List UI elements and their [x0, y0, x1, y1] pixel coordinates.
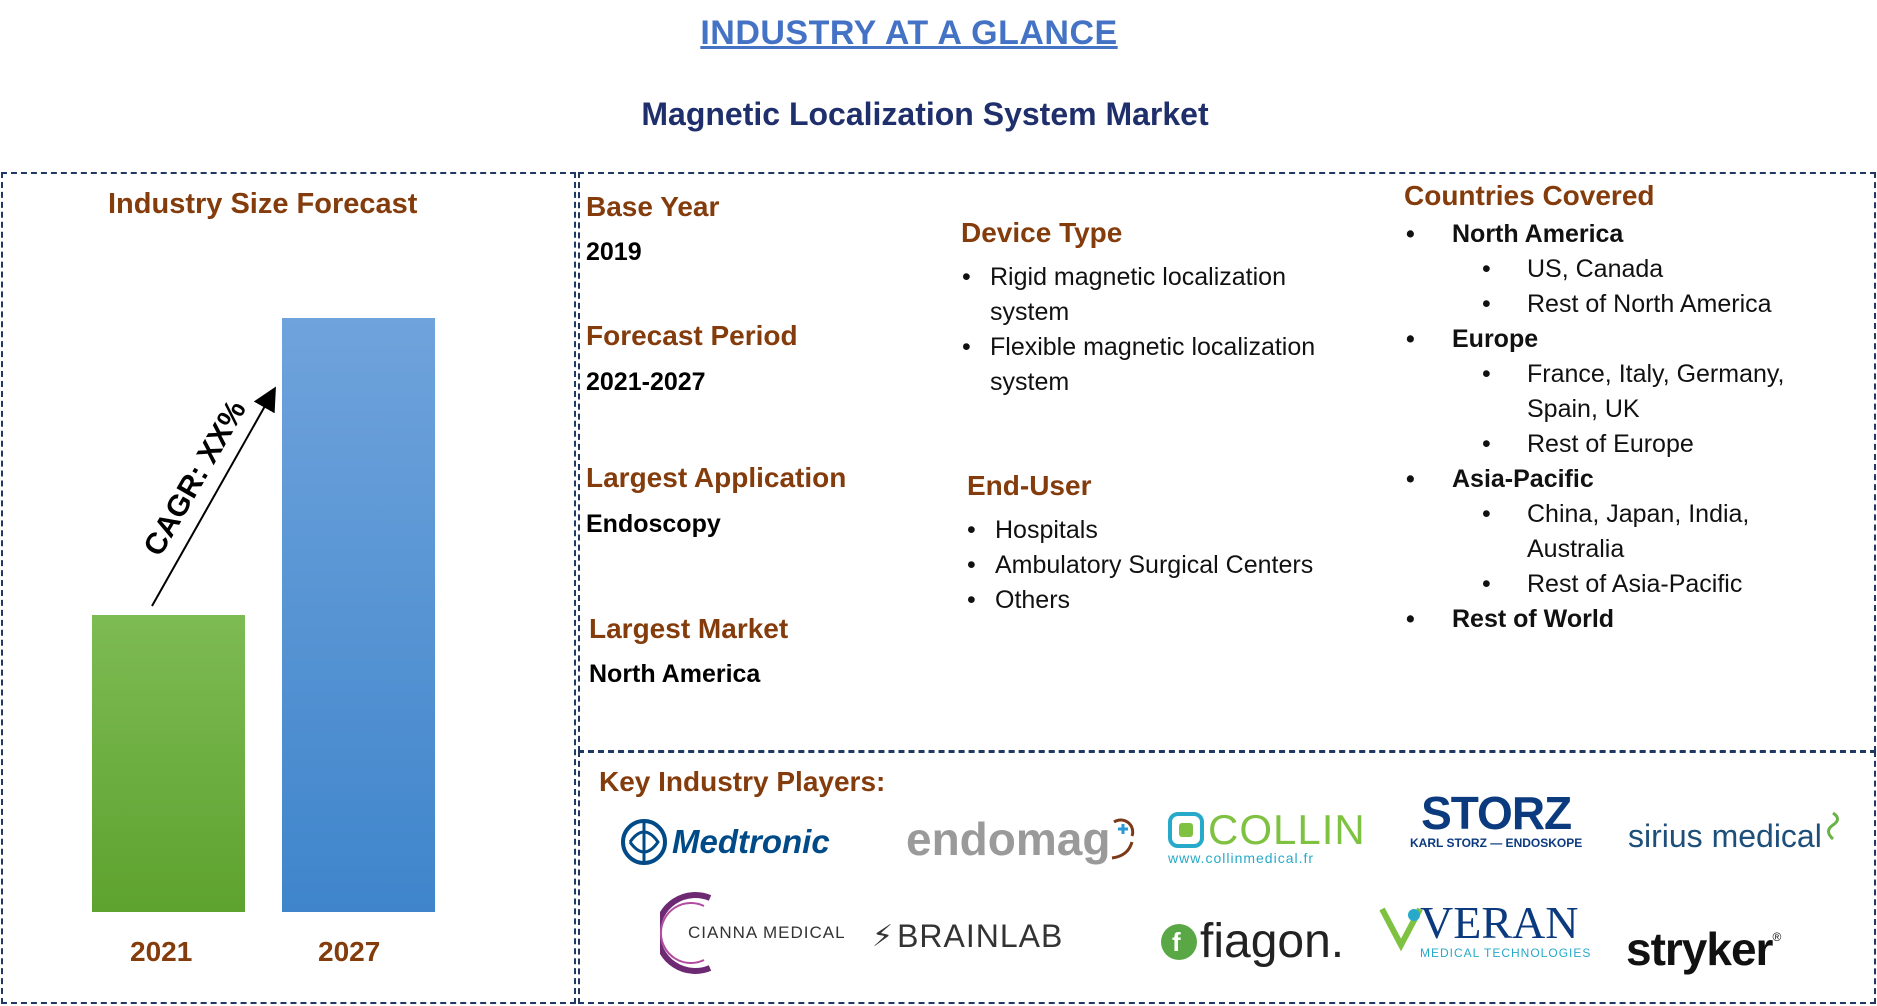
largest-application-label: Largest Application: [586, 462, 847, 493]
veran-subtext: MEDICAL TECHNOLOGIES: [1420, 946, 1592, 960]
stryker-text: stryker: [1626, 923, 1773, 975]
list-item: Hospitals: [967, 513, 1367, 548]
page-subtitle: Magnetic Localization System Market: [641, 96, 1209, 132]
country-item: France, Italy, Germany, Spain, UK: [1404, 357, 1817, 427]
forecast-title: Industry Size Forecast: [108, 188, 418, 220]
base-year-value: 2019: [586, 238, 642, 266]
medtronic-logo: Medtronic: [620, 818, 830, 866]
stryker-logo: stryker ®: [1626, 922, 1781, 976]
brainlab-logo: ⚡ BRAINLAB: [872, 918, 1063, 955]
veran-icon: [1379, 907, 1423, 952]
end-user-label: End-User: [967, 470, 1092, 501]
list-item: Rigid magnetic localization system: [962, 260, 1362, 330]
country-item: Rest of Asia-Pacific: [1404, 567, 1804, 602]
cagr-label: CAGR: XX%: [137, 395, 252, 562]
forecast-period-label: Forecast Period: [586, 320, 798, 351]
country-item: Rest of North America: [1404, 287, 1804, 322]
endomag-logo: endomag: [906, 812, 1138, 866]
cianna-icon: [660, 892, 712, 974]
plus-icon: [1112, 818, 1135, 860]
sirius-text: sirius medical: [1628, 818, 1822, 854]
storz-text: STORZ: [1421, 787, 1572, 839]
largest-market-label: Largest Market: [589, 613, 789, 644]
list-item: Ambulatory Surgical Centers: [967, 548, 1367, 583]
players-panel: [578, 751, 1876, 1004]
sirius-medical-logo: sirius medical: [1628, 811, 1844, 855]
medtronic-text: Medtronic: [672, 823, 830, 860]
bar-2027: [282, 318, 435, 912]
bar-label-2021: 2021: [130, 936, 193, 967]
region-item: Rest of World: [1404, 602, 1804, 637]
storz-logo: STORZ KARL STORZ — ENDOSKOPE: [1410, 790, 1582, 850]
countries-list: North America US, Canada Rest of North A…: [1404, 217, 1804, 637]
fiagon-icon: f: [1161, 923, 1197, 960]
region-item: Europe: [1404, 322, 1804, 357]
list-item: Others: [967, 583, 1367, 618]
country-item: US, Canada: [1404, 252, 1804, 287]
forecast-period-value: 2021-2027: [586, 368, 706, 396]
veran-logo: VERAN MEDICAL TECHNOLOGIES: [1378, 900, 1591, 960]
svg-text:f: f: [1172, 927, 1181, 957]
country-item: Rest of Europe: [1404, 427, 1804, 462]
largest-application-value: Endoscopy: [586, 510, 721, 538]
brainlab-icon: ⚡: [872, 920, 894, 953]
region-item: Asia-Pacific: [1404, 462, 1804, 497]
end-user-list: Hospitals Ambulatory Surgical Centers Ot…: [967, 513, 1367, 618]
base-year-label: Base Year: [586, 191, 720, 222]
registered-icon: ®: [1772, 930, 1782, 944]
largest-market-value: North America: [589, 660, 761, 688]
list-item: Flexible magnetic localization system: [962, 330, 1362, 400]
cagr-arrow: [151, 386, 276, 607]
collin-logo: COLLIN www.collinmedical.fr: [1168, 806, 1366, 866]
forecast-panel: [1, 172, 576, 1004]
cianna-medical-logo: CIANNA MEDICAL: [660, 888, 846, 978]
sirius-icon: [1826, 811, 1839, 840]
page-title: INDUSTRY AT A GLANCE: [700, 14, 1118, 52]
players-label: Key Industry Players:: [599, 766, 886, 797]
veran-text: VERAN: [1420, 897, 1579, 948]
cianna-text: CIANNA MEDICAL: [688, 923, 846, 942]
country-item: China, Japan, India, Australia: [1404, 497, 1767, 567]
fiagon-text: fiagon.: [1200, 915, 1345, 968]
endomag-text: endomag: [906, 813, 1111, 865]
brainlab-text: BRAINLAB: [897, 918, 1064, 954]
bar-2021: [92, 615, 245, 912]
collin-icon: [1168, 812, 1204, 848]
device-type-label: Device Type: [961, 217, 1123, 248]
forecast-chart: CAGR: XX%: [92, 318, 435, 912]
medtronic-icon: [621, 819, 667, 865]
collin-text: COLLIN: [1208, 806, 1366, 853]
countries-label: Countries Covered: [1404, 180, 1655, 211]
device-type-list: Rigid magnetic localization system Flexi…: [962, 260, 1362, 400]
region-item: North America: [1404, 217, 1804, 252]
storz-subtext: KARL STORZ — ENDOSKOPE: [1410, 836, 1583, 850]
bar-label-2027: 2027: [318, 936, 381, 967]
fiagon-logo: f fiagon.: [1160, 914, 1344, 969]
collin-url: www.collinmedical.fr: [1168, 850, 1315, 866]
